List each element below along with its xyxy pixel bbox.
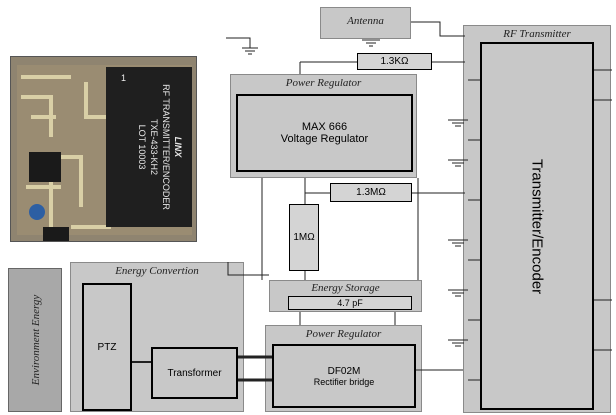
antenna-label: Antenna: [347, 15, 384, 27]
max666-name: MAX 666: [301, 121, 348, 133]
power-regulator-top-title: Power Regulator: [285, 77, 362, 89]
antenna-block: Antenna: [320, 7, 411, 39]
transformer-label: Transformer: [167, 367, 222, 379]
ptz-box: PTZ: [82, 283, 132, 411]
df02m-name: DF02M: [327, 365, 361, 377]
pcb-photo: LINX RF TRANSMITTER/ENCODER TXE-433-KH2 …: [10, 56, 197, 242]
resistor-1-3m-value: 1.3MΩ: [356, 187, 386, 198]
max666-box: MAX 666 Voltage Regulator: [236, 94, 413, 172]
power-regulator-bottom-title: Power Regulator: [305, 328, 382, 340]
rf-transmitter-title: RF Transmitter: [503, 28, 571, 40]
transformer-box: Transformer: [151, 347, 238, 399]
df02m-box: DF02M Rectifier bridge: [272, 344, 416, 408]
df02m-desc: Rectifier bridge: [313, 376, 375, 387]
energy-conversion-title: Energy Convertion: [115, 265, 199, 277]
resistor-1m: 1MΩ: [289, 204, 319, 271]
environment-energy-block: Environment Energy: [8, 268, 62, 412]
resistor-1-3k-value: 1.3KΩ: [380, 56, 409, 67]
transmitter-encoder-box: Transmitter/Encoder: [480, 42, 594, 410]
resistor-1-3m: 1.3MΩ: [330, 183, 412, 202]
energy-storage-title: Energy Storage: [311, 282, 380, 294]
capacitor-value: 4.7 pF: [337, 298, 363, 308]
transmitter-chip: [106, 67, 192, 227]
max666-desc: Voltage Regulator: [280, 133, 369, 145]
resistor-1m-value: 1MΩ: [293, 232, 315, 243]
capacitor-box: 4.7 pF: [288, 296, 412, 310]
resistor-1-3k: 1.3KΩ: [357, 53, 432, 70]
pin-one-marker: 1: [121, 73, 127, 83]
ptz-label: PTZ: [97, 341, 117, 353]
